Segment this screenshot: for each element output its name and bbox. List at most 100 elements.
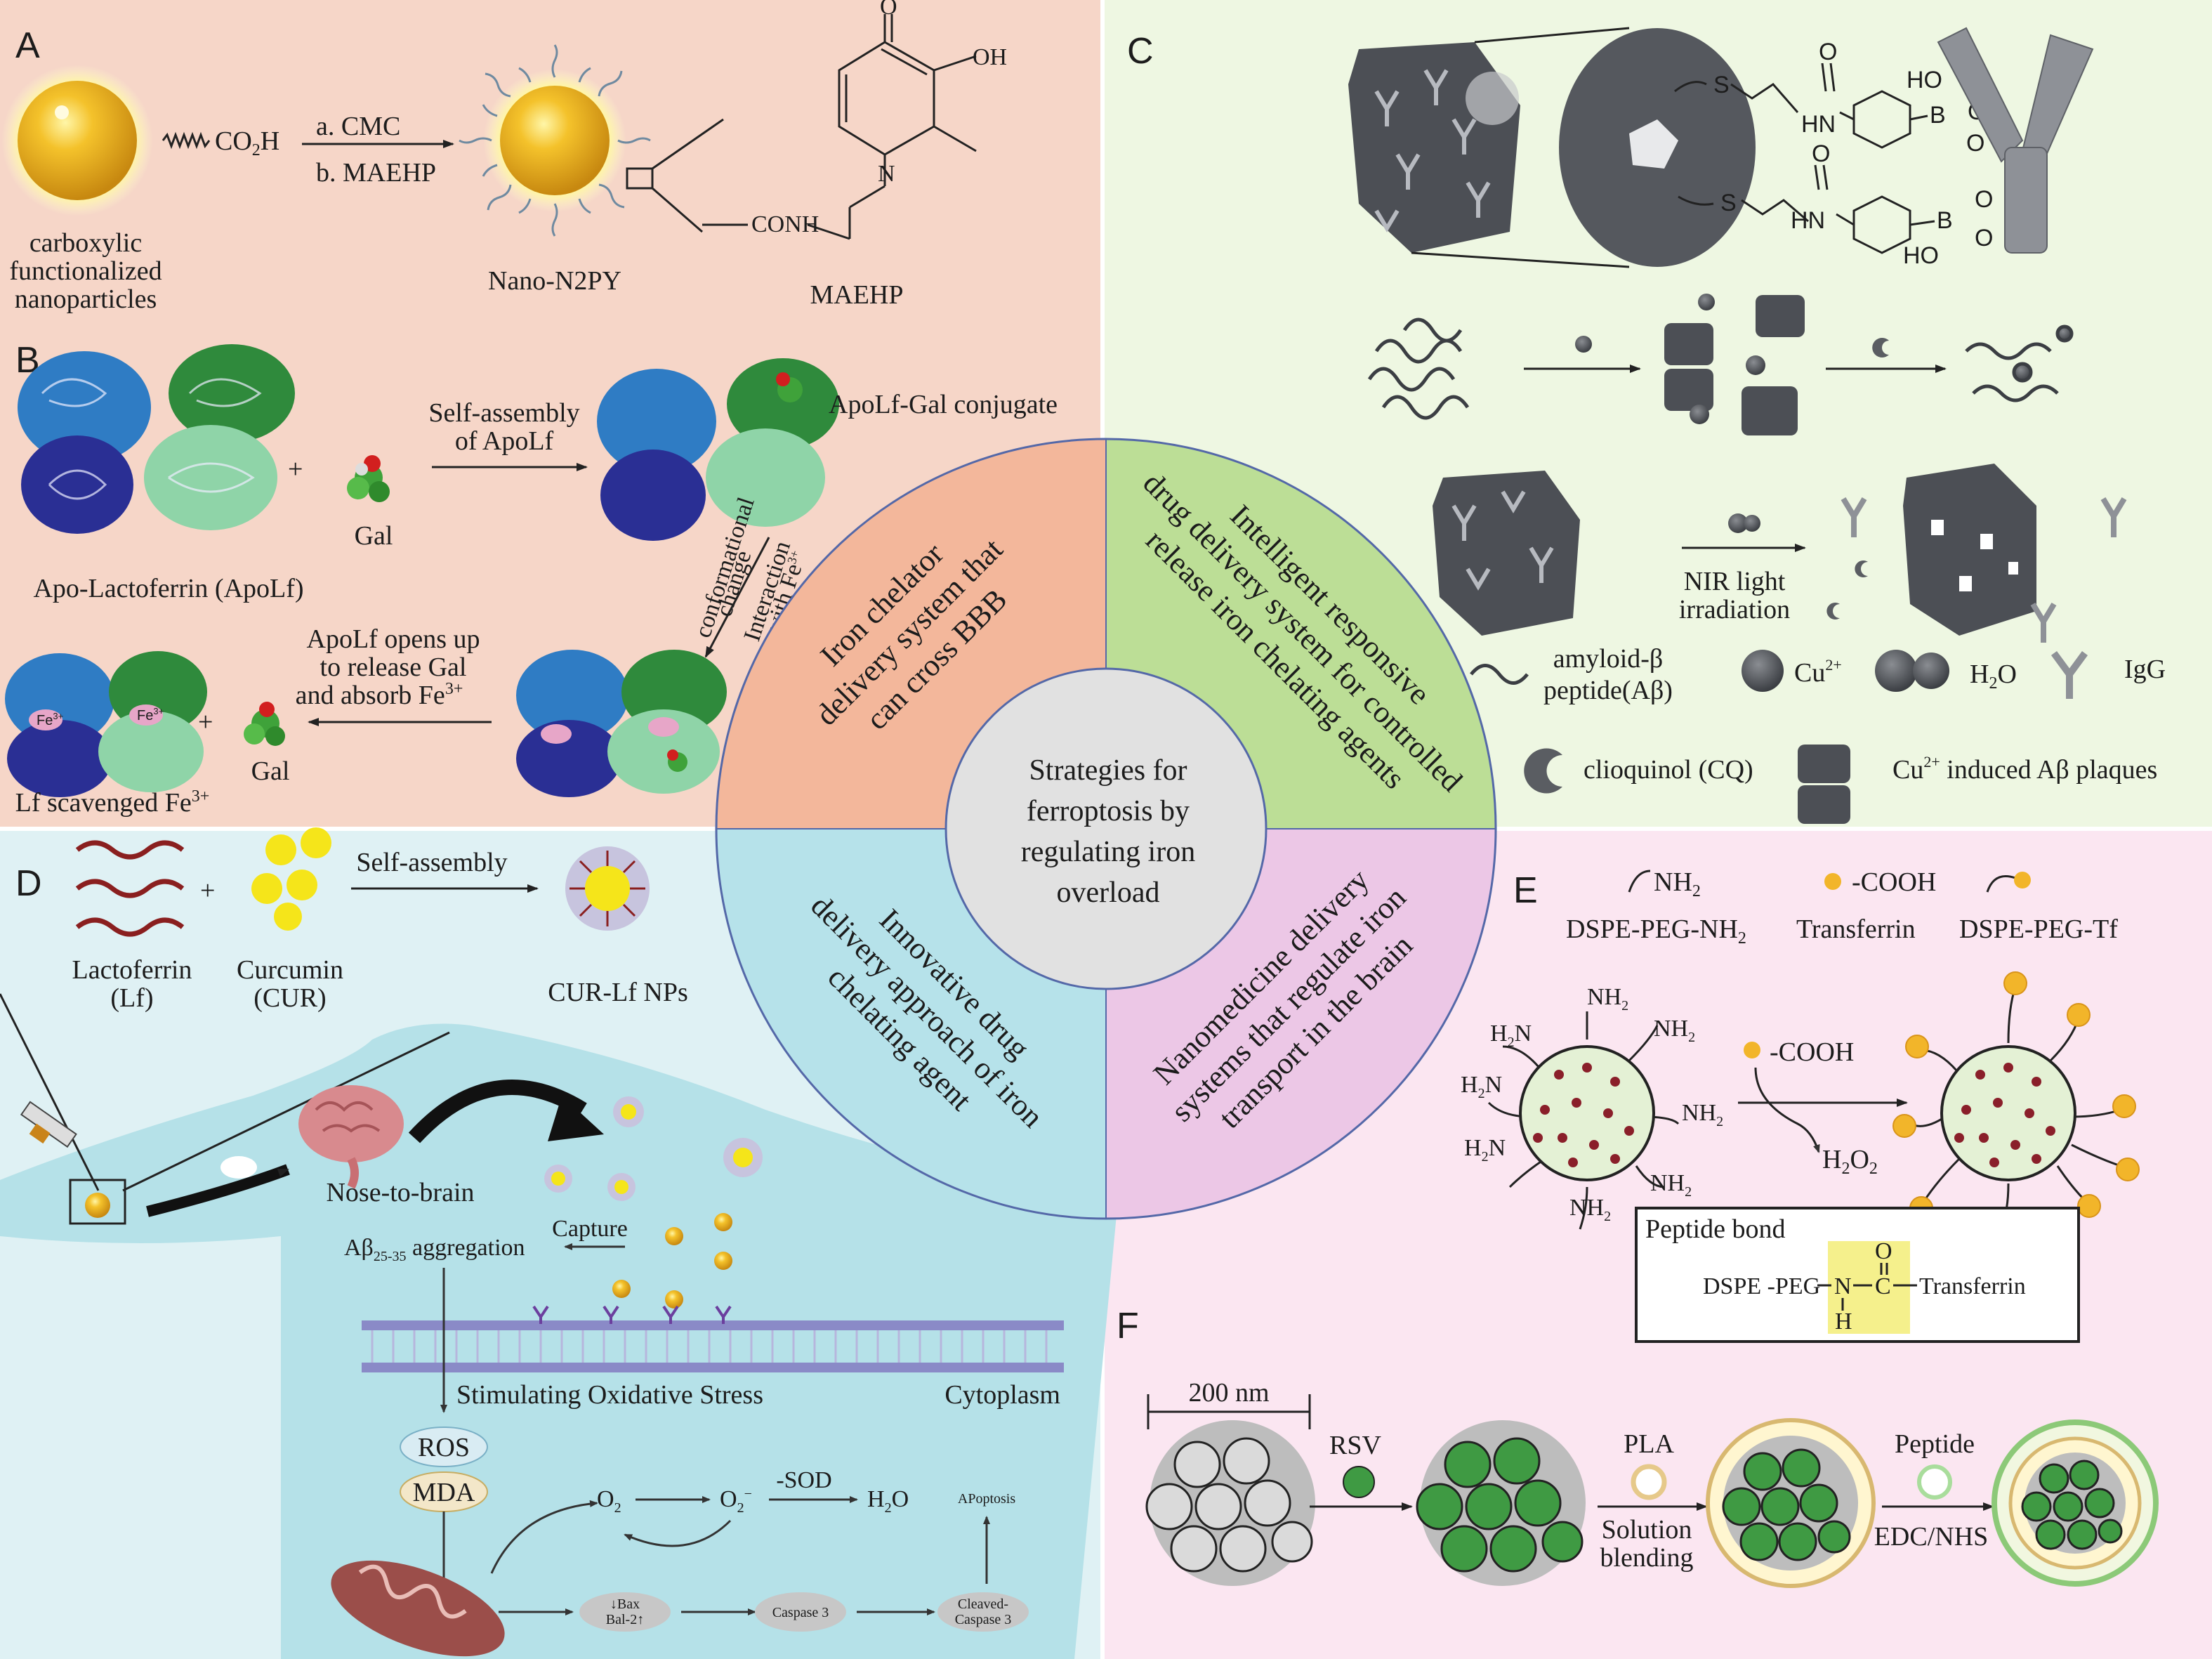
amine-nanoparticle xyxy=(1487,1011,1680,1230)
linker-hn1: HN xyxy=(1801,111,1836,138)
amide-highlight xyxy=(1828,1241,1910,1334)
o2-label: O2 xyxy=(597,1486,621,1516)
conformational-arrow xyxy=(704,537,770,658)
gal-molecule-released xyxy=(244,702,285,746)
abeta-aggregation-label: Aβ25-35 aggregation xyxy=(344,1235,525,1264)
legend-h2o-icon xyxy=(1875,650,1949,692)
gal-molecule xyxy=(347,455,390,502)
dspe-peg-tf-label: DSPE-PEG-Tf xyxy=(1959,914,2118,944)
legend-amyloid-1: amyloid-β xyxy=(1553,644,1664,674)
pla-icon xyxy=(1631,1464,1667,1500)
maehp-o: O xyxy=(880,0,897,20)
syringe-icon xyxy=(20,1101,77,1148)
ros-bubble xyxy=(400,1427,488,1467)
panel-d-letter: D xyxy=(15,863,42,904)
cur-label-1: Curcumin xyxy=(237,955,343,985)
panel-a-letter: A xyxy=(15,25,40,66)
zoom-box xyxy=(626,167,654,190)
nano-n2py-label: Nano-N2PY xyxy=(488,266,621,296)
maehp-structure xyxy=(807,14,977,240)
step-a-label: a. CMC xyxy=(316,112,400,141)
maehp-oh: OH xyxy=(973,44,1007,70)
nose-to-brain-label: Nose-to-brain xyxy=(326,1178,474,1207)
porous-particle-loaded xyxy=(1416,1420,1586,1586)
nh2-legend: NH2 xyxy=(1654,867,1701,900)
nanoparticle-highlight xyxy=(55,105,69,119)
nir-label-1: NIR light xyxy=(1684,567,1786,596)
np-label-line1: carboxylic xyxy=(29,228,142,258)
cooh-legend: -COOH xyxy=(1852,867,1936,897)
fe-tag-2: Fe3+ xyxy=(137,706,164,723)
lf-scavenged-label: Lf scavenged Fe3+ xyxy=(15,787,210,818)
sod-label: -SOD xyxy=(776,1467,831,1493)
nano-n2py-core xyxy=(500,86,610,195)
peptide-icon xyxy=(1917,1464,1952,1500)
pep-left-label: DSPE -PEG xyxy=(1703,1273,1820,1299)
peptide-modified-particle xyxy=(1992,1419,2159,1587)
porous-particle-empty xyxy=(1145,1420,1315,1586)
cooh-reagent: -COOH xyxy=(1770,1037,1854,1067)
amine-label-1: NH2 xyxy=(1587,984,1628,1014)
cq-icon-2 xyxy=(1855,560,1868,577)
superoxide-return-arrow xyxy=(624,1519,732,1547)
mda-label: MDA xyxy=(413,1478,475,1507)
membrane-receptors xyxy=(532,1305,732,1324)
dspe-tf-legend-icon xyxy=(1986,875,2016,893)
mouse-eye xyxy=(220,1156,257,1179)
released-igg xyxy=(1841,497,2127,643)
cq-icon-3 xyxy=(1826,602,1840,619)
plus-d: + xyxy=(200,876,215,905)
linker-s2: S xyxy=(1720,190,1737,216)
zoom-line-c1 xyxy=(1474,27,1630,44)
zoom-line-top xyxy=(652,118,724,170)
byproduct-arrow xyxy=(1754,1067,1820,1153)
o2-cycle-arrow-up xyxy=(490,1500,598,1574)
amine-label-3: H2N xyxy=(1490,1021,1532,1050)
transferrin-legend-icon xyxy=(1824,873,1841,890)
zoom-line-d2 xyxy=(122,1031,450,1192)
hub-line3: regulating iron xyxy=(1021,836,1195,868)
hub-text: Strategies for ferroptosis by regulating… xyxy=(1021,754,1195,909)
amide-bonds xyxy=(1817,1263,1917,1311)
cur-lf-nps-label: CUR-Lf NPs xyxy=(548,978,688,1007)
linker-o1: O xyxy=(1819,39,1837,65)
co2h-label: CO2H xyxy=(215,126,279,159)
scale-bar-label: 200 nm xyxy=(1188,1378,1269,1408)
maehp-conh: CONH xyxy=(751,211,819,237)
amine-label-8: NH2 xyxy=(1569,1195,1611,1224)
amine-label-2: NH2 xyxy=(1654,1016,1695,1045)
igg-antibody-large xyxy=(1937,27,2094,254)
bax-label-2: Bal-2↑ xyxy=(606,1612,644,1627)
ho-2: HO xyxy=(1903,242,1939,269)
hub-line4: overload xyxy=(1057,877,1160,909)
blend-label-2: blending xyxy=(1600,1543,1694,1573)
cu-plaques xyxy=(1664,294,1805,435)
h2o2-label: H2O2 xyxy=(1822,1145,1878,1178)
ho-1: HO xyxy=(1907,67,1942,93)
floating-nps xyxy=(544,1096,763,1201)
rsv-label: RSV xyxy=(1329,1431,1381,1460)
bax-bubble xyxy=(579,1592,671,1632)
maehp-label: MAEHP xyxy=(810,280,903,310)
mof-cube-open xyxy=(1903,464,2036,636)
linker-structure xyxy=(1674,63,1935,254)
cytoplasm-label: Cytoplasm xyxy=(944,1380,1060,1410)
cleaved-label-1: Cleaved- xyxy=(958,1596,1008,1612)
conjugate-label: ApoLf-Gal conjugate xyxy=(829,390,1058,419)
cur-lf-np xyxy=(565,846,650,931)
legend-cq-icon xyxy=(1524,748,1562,794)
apolf-fe-protein xyxy=(516,650,727,797)
legend-igg-icon xyxy=(2050,651,2088,699)
amine-label-5: NH2 xyxy=(1682,1100,1723,1129)
zoom-line-bottom xyxy=(652,187,703,233)
peptide-bond-title: Peptide bond xyxy=(1645,1214,1785,1244)
strategy-wheel xyxy=(715,438,1497,1220)
gal-label-2: Gal xyxy=(251,756,290,786)
nasal-zoom-box xyxy=(69,1179,126,1225)
panel-e-letter: E xyxy=(1513,870,1538,911)
transferrin-label: Transferrin xyxy=(1796,914,1916,944)
self-assembly-label: Self-assembly xyxy=(428,398,579,428)
zoom-line-c2 xyxy=(1411,251,1630,268)
hub-line1: Strategies for xyxy=(1029,754,1187,787)
mof-cube-large xyxy=(1348,42,1520,253)
